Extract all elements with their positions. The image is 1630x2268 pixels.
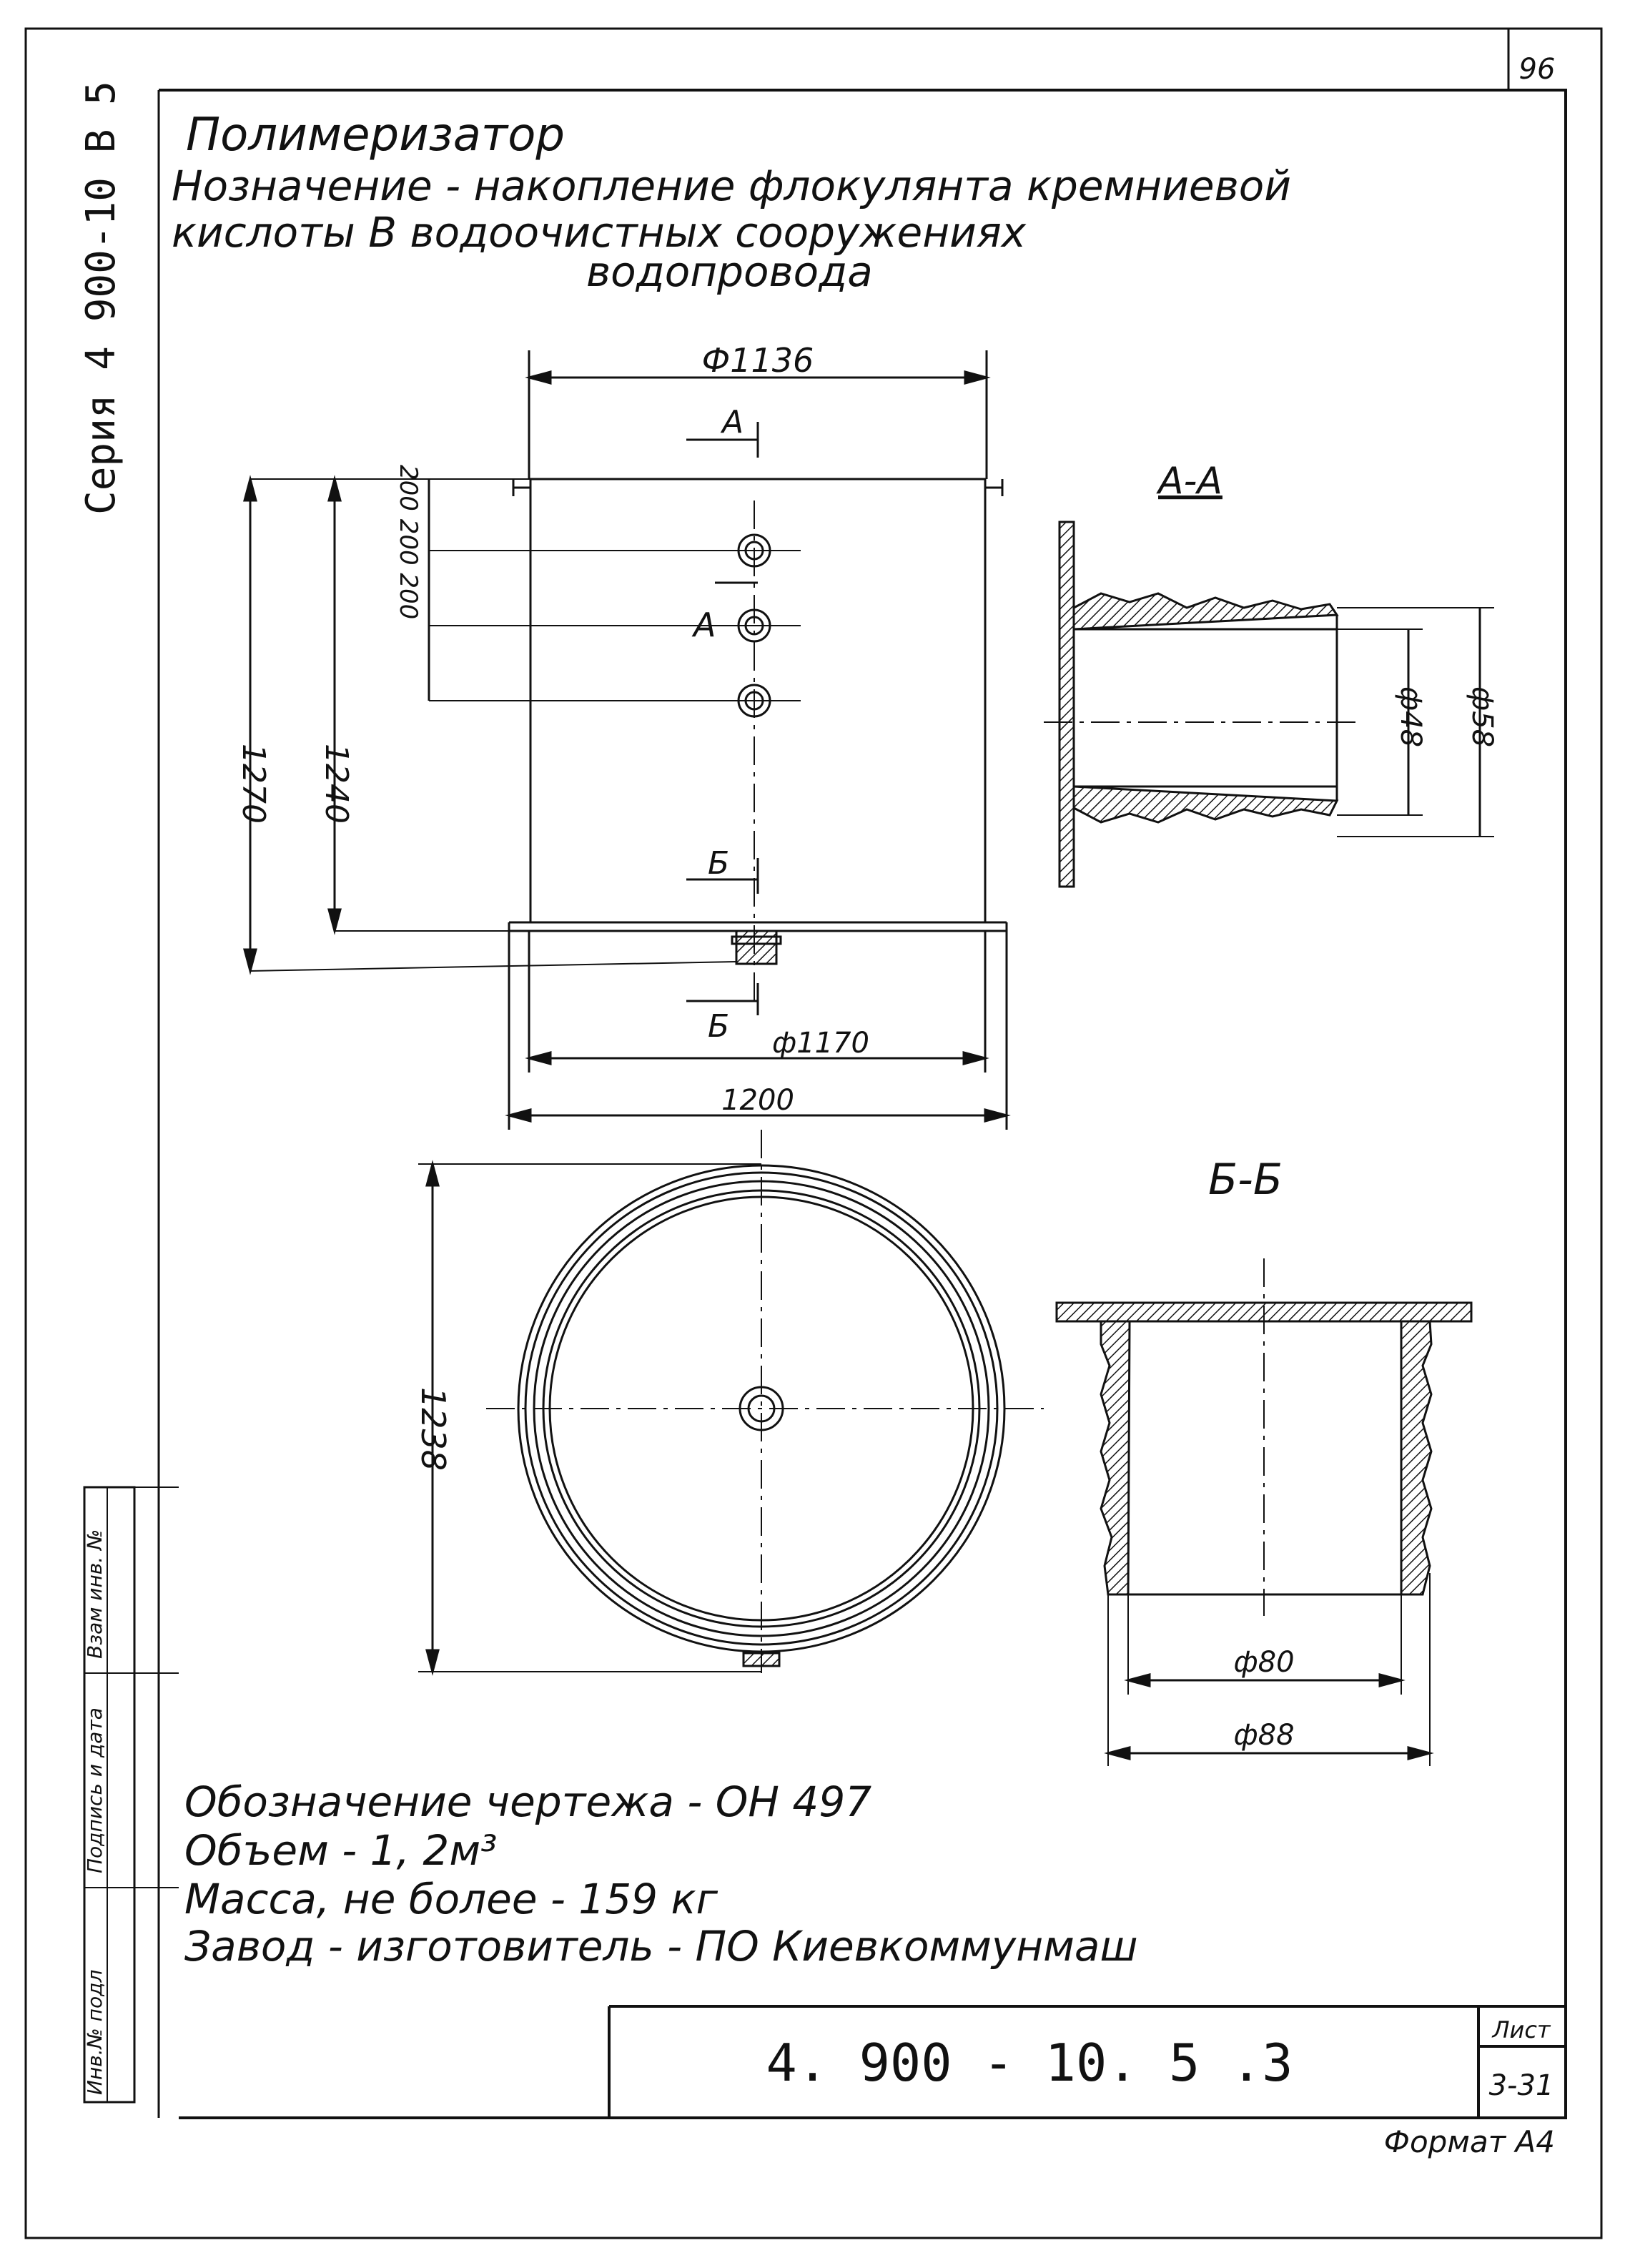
spec-mass: Масса, не более - 159 кг (184, 1875, 718, 1923)
sheet-number: 3-31 (1489, 2069, 1554, 2102)
stamp-cell-inventory: Инв.№ подл (83, 1970, 107, 2095)
stamp-cell-signature: Подпись и дата (83, 1707, 107, 1873)
section-a-view (1044, 521, 1494, 888)
spec-manufacturer: Завод - изготовитель - ПО Киевкоммунмаш (184, 1922, 1138, 1971)
document-code: 4. 900 - 10. 5 .3 (766, 2033, 1293, 2093)
section-a-title: А-А (1156, 460, 1222, 503)
plan-dim-height: 1238 (414, 1387, 453, 1471)
front-view (243, 350, 1011, 1130)
purpose-line-2: кислоты В водоочистных сооружениях (172, 208, 1027, 257)
spec-drawing-designation: Обозначение чертежа - ОН 497 (184, 1778, 871, 1826)
dim-spacing: 200 200 200 (394, 465, 423, 619)
section-a-dim-outer: ф58 (1466, 686, 1498, 747)
dim-base-width: 1200 (721, 1084, 794, 1117)
section-marker-a-mid: А (691, 606, 716, 644)
dim-height-inner: 1240 (318, 744, 355, 824)
section-b-view (1055, 1258, 1473, 1766)
stamp-sidebar: Взам инв. № Подпись и дата Инв.№ подл (83, 1486, 179, 2104)
purpose-line-3: водопровода (586, 247, 873, 296)
format-label: Формат А4 (1384, 2124, 1555, 2159)
dim-top-diameter: Ф1136 (702, 341, 814, 380)
purpose-line-1: Нозначение - накопление флокулянта кремн… (172, 162, 1291, 210)
section-b-dim-outer: ф88 (1233, 1719, 1294, 1752)
plan-view (418, 1130, 1044, 1676)
section-marker-b-bottom: Б (708, 1008, 729, 1045)
sheet-label: Лист (1491, 2016, 1551, 2043)
section-marker-a-top: А (720, 404, 744, 440)
drawing-title: Полимеризатор (186, 109, 565, 162)
section-marker-b-top: Б (708, 845, 729, 882)
section-b-dim-inner: ф80 (1233, 1646, 1294, 1679)
title-block (608, 2005, 1566, 2118)
dim-bottom-diameter: ф1170 (772, 1027, 869, 1060)
inner-frame (159, 89, 1567, 2119)
dim-height-outer: 1270 (235, 744, 272, 824)
series-vertical-label: Серия 4 900-10 В 5 (78, 81, 124, 515)
page-number: 96 (1519, 53, 1556, 86)
spec-volume: Объем - 1, 2м³ (184, 1826, 497, 1875)
section-a-dim-inner: ф48 (1394, 686, 1427, 747)
section-b-title: Б-Б (1208, 1155, 1283, 1205)
stamp-cell-replacement: Взам инв. № (83, 1529, 107, 1659)
outer-border (24, 27, 1603, 2239)
